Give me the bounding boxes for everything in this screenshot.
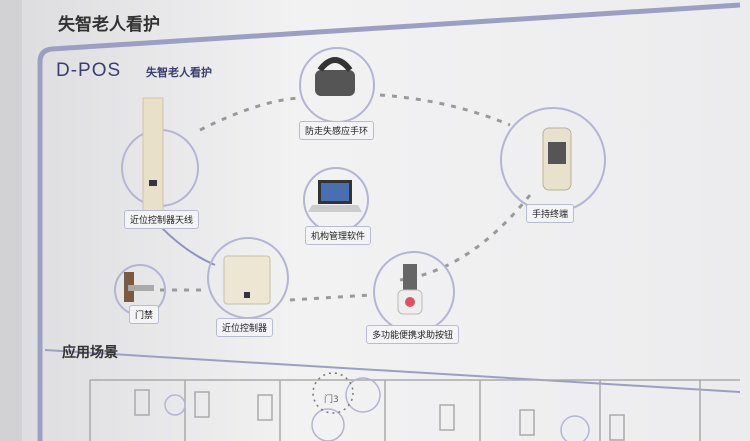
label-help-button: 多功能便携求助按钮 [366,325,460,344]
label-antenna: 近位控制器天线 [124,210,200,229]
laptop-icon [308,180,362,212]
frame-line [37,2,741,441]
brand-logo: D-POS [56,60,122,81]
controller-box-icon [223,255,271,305]
wristband-icon [315,57,355,96]
antenna-icon [142,97,164,217]
label-wristband: 防走失感应手环 [299,121,375,140]
label-controller: 近位控制器 [216,318,274,337]
handheld-terminal-icon [542,127,572,191]
connection-lines [160,93,532,302]
door-lock-icon [124,272,154,302]
label-door: 门禁 [129,305,160,324]
floor-plan [89,379,740,441]
label-software: 机构管理软件 [305,226,372,245]
help-button-icon [397,264,423,315]
board-title: 失智老人看护 [58,15,160,35]
door-label: 门3 [324,395,339,405]
brand-subtitle: 失智老人看护 [146,66,212,79]
scenarios-title: 应用场景 [62,345,118,361]
label-handheld: 手持终端 [526,204,575,223]
